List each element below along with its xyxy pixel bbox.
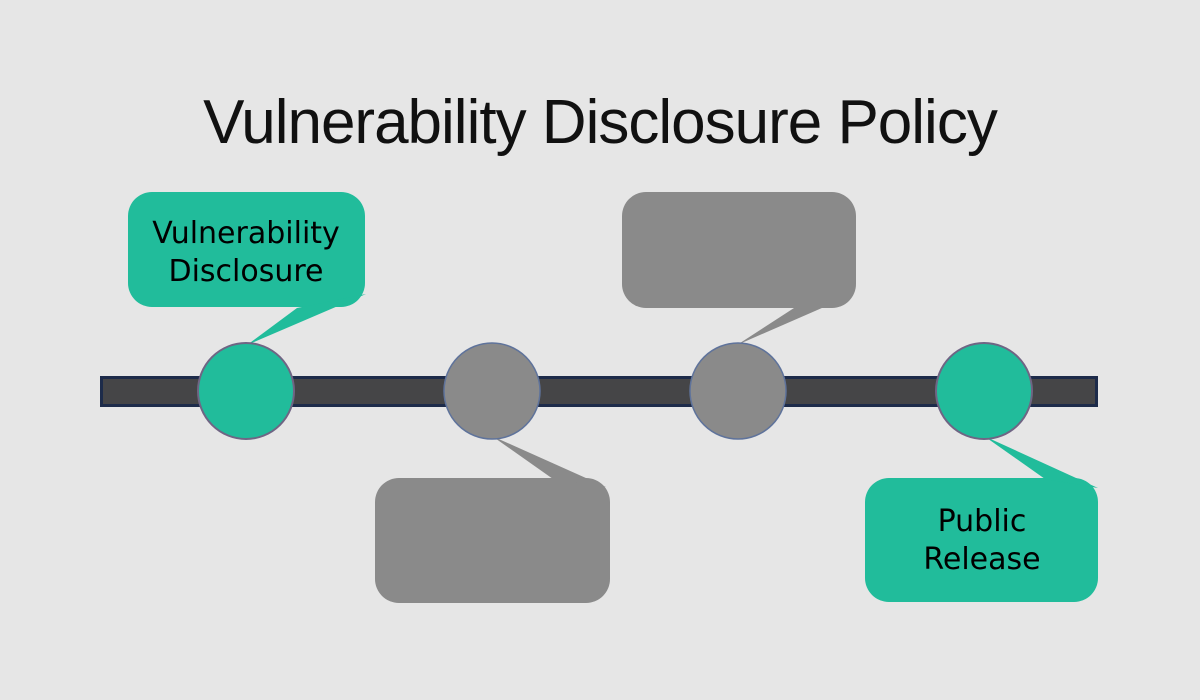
callout-vulnerability-disclosure: Vulnerability Disclosure	[128, 192, 366, 345]
callout-box	[622, 192, 856, 308]
callout-label-line2: Release	[923, 542, 1040, 577]
callout-box	[375, 478, 610, 603]
callout-label-line2: Disclosure	[168, 254, 323, 289]
callout-label-line1: Vulnerability	[152, 216, 340, 251]
timeline-node-3	[689, 342, 787, 440]
timeline-node-public-release	[935, 342, 1033, 440]
callout-tail	[737, 294, 854, 345]
callout-tail	[492, 436, 606, 487]
callout-tail	[247, 294, 366, 345]
timeline-node-2	[443, 342, 541, 440]
callout-public-release: Public Release	[865, 436, 1098, 602]
callout-tail	[984, 436, 1098, 488]
callout-box	[865, 478, 1098, 602]
callout-box	[128, 192, 365, 307]
callout-milestone-3	[622, 192, 856, 345]
callout-label-line1: Public	[938, 504, 1027, 539]
page-title: Vulnerability Disclosure Policy	[203, 88, 998, 157]
callout-milestone-2	[375, 436, 610, 603]
timeline-node-vulnerability-disclosure	[197, 342, 295, 440]
